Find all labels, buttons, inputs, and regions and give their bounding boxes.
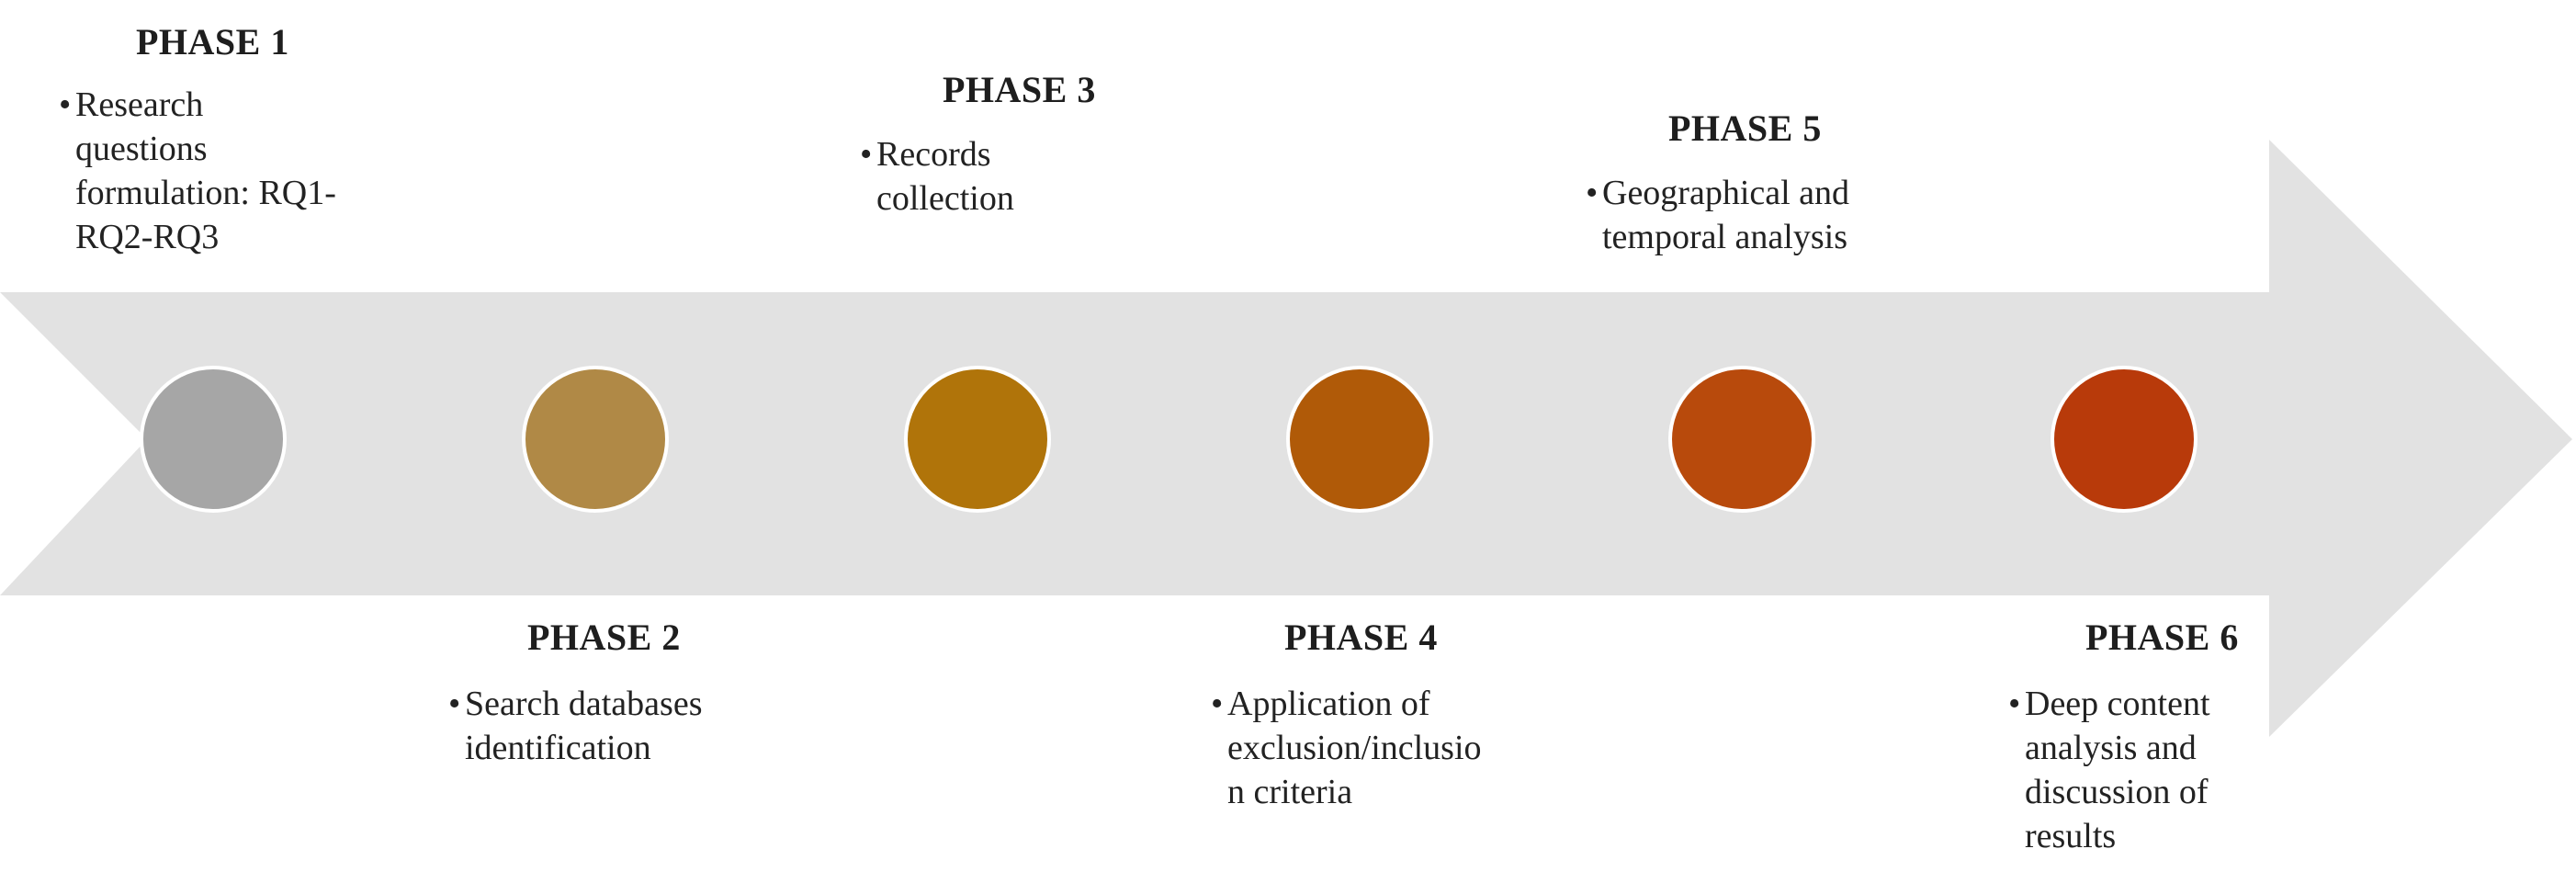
phase-6-description-text: Deep content analysis and discussion of … [2025, 685, 2210, 855]
phase-5-circle [1668, 366, 1815, 513]
phase-1-description-text: Research questions formulation: RQ1- RQ2… [75, 85, 336, 256]
phase-4-title: PHASE 4 [1284, 617, 1438, 658]
phase-6-circle [2051, 366, 2198, 513]
bullet-icon: • [1211, 685, 1224, 723]
phase-2-circle [522, 366, 669, 513]
phase-3-circle [904, 366, 1051, 513]
phase-1-title: PHASE 1 [136, 21, 289, 62]
phase-5-block: PHASE 5 • Geographical and temporal anal… [1586, 105, 1972, 259]
phase-2-description: • Search databases identification [448, 682, 816, 770]
phase-6-description: • Deep content analysis and discussion o… [2008, 682, 2284, 858]
phase-4-block: PHASE 4 • Application of exclusion/inclu… [1211, 614, 1597, 814]
bullet-icon: • [2008, 685, 2021, 723]
phase-4-description: • Application of exclusion/inclusio n cr… [1211, 682, 1597, 814]
phase-4-circle [1286, 366, 1433, 513]
phase-6-block: PHASE 6 • Deep content analysis and disc… [2008, 614, 2284, 858]
phase-3-description: • Records collection [860, 132, 1172, 221]
bullet-icon: • [59, 85, 72, 124]
phase-5-description-text: Geographical and temporal analysis [1602, 174, 1850, 256]
phase-1-block: PHASE 1 • Research questions formulation… [59, 18, 463, 259]
phase-3-block: PHASE 3 • Records collection [860, 66, 1172, 221]
phase-4-description-text: Application of exclusion/inclusio n crit… [1227, 685, 1482, 811]
phase-5-description: • Geographical and temporal analysis [1586, 171, 1972, 259]
phase-2-description-text: Search databases identification [465, 685, 703, 767]
phase-6-title: PHASE 6 [2085, 617, 2239, 658]
phase-2-title: PHASE 2 [527, 617, 681, 658]
phase-1-description: • Research questions formulation: RQ1- R… [59, 83, 463, 259]
phase-5-title: PHASE 5 [1668, 108, 1822, 149]
bullet-icon: • [1586, 174, 1599, 212]
phase-3-title: PHASE 3 [943, 69, 1096, 110]
bullet-icon: • [448, 685, 461, 723]
phase-1-circle [140, 366, 287, 513]
phase-2-block: PHASE 2 • Search databases identificatio… [448, 614, 816, 770]
phase-3-description-text: Records collection [876, 135, 1014, 218]
bullet-icon: • [860, 135, 873, 174]
